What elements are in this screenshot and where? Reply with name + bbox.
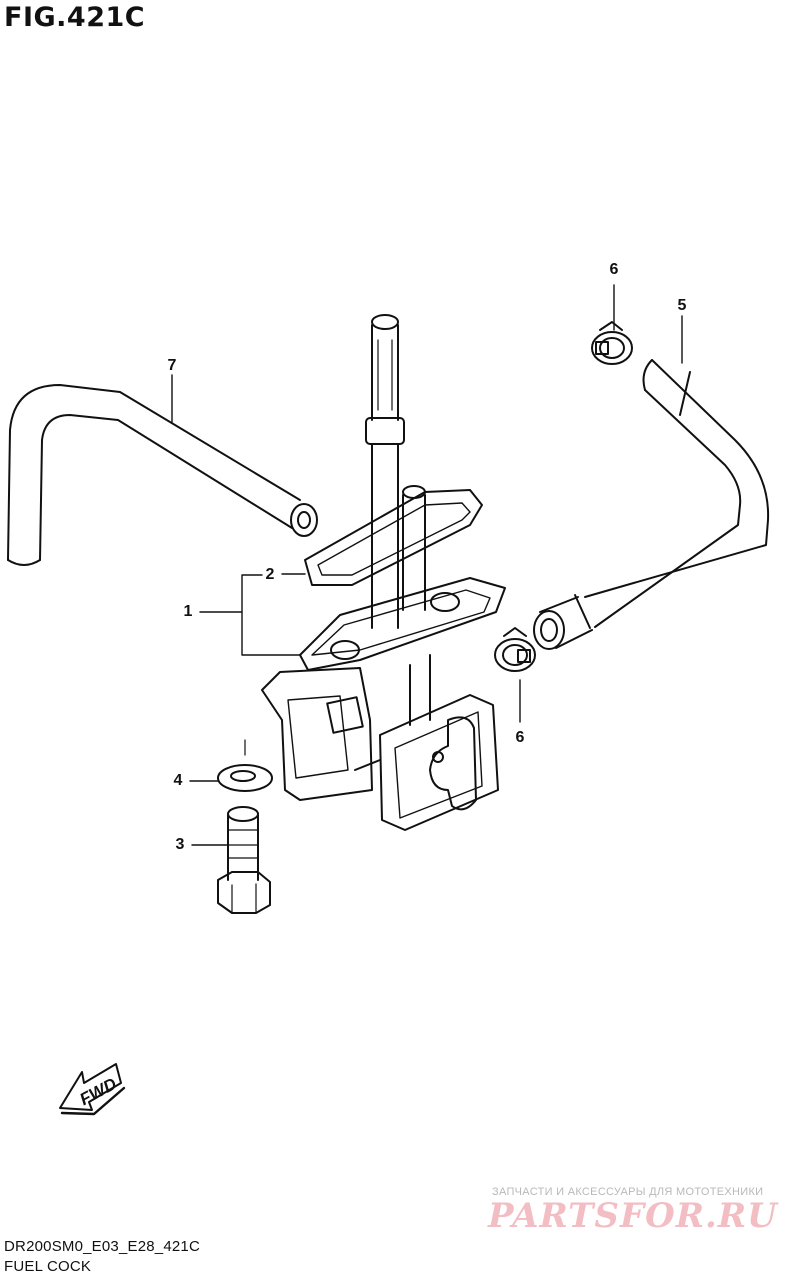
callout-4: 4 [173, 772, 183, 789]
figure-code: DR200SM0_E03_E28_421C [4, 1238, 200, 1255]
forward-direction-arrow: FWD [59, 1063, 126, 1116]
part-5-fuel-hose [533, 359, 770, 650]
part-6-clamp-upper [591, 321, 633, 365]
callout-2: 2 [265, 566, 275, 583]
callout-3: 3 [175, 836, 185, 853]
watermark-tagline: ЗАПЧАСТИ И АКСЕССУАРЫ ДЛЯ МОТОТЕХНИКИ [492, 1186, 764, 1198]
figure-caption: FUEL COCK [4, 1258, 92, 1275]
part-3-bolt [217, 806, 271, 914]
leader-lines [171, 284, 683, 846]
watermark-logo: PARTSFOR.RU [488, 1196, 778, 1236]
callout-6-upper: 6 [609, 261, 619, 278]
part-1-fuel-cock-assembly [244, 314, 506, 831]
callout-1: 1 [183, 603, 193, 620]
part-7-fuel-hose [7, 384, 318, 566]
figure-title: FIG.421C [4, 2, 146, 33]
callout-5: 5 [677, 297, 687, 314]
part-4-washer [217, 764, 273, 792]
callout-7: 7 [167, 357, 177, 374]
part-2-gasket [304, 489, 483, 586]
callout-6-lower: 6 [515, 729, 525, 746]
part-6-clamp-lower [494, 627, 536, 672]
